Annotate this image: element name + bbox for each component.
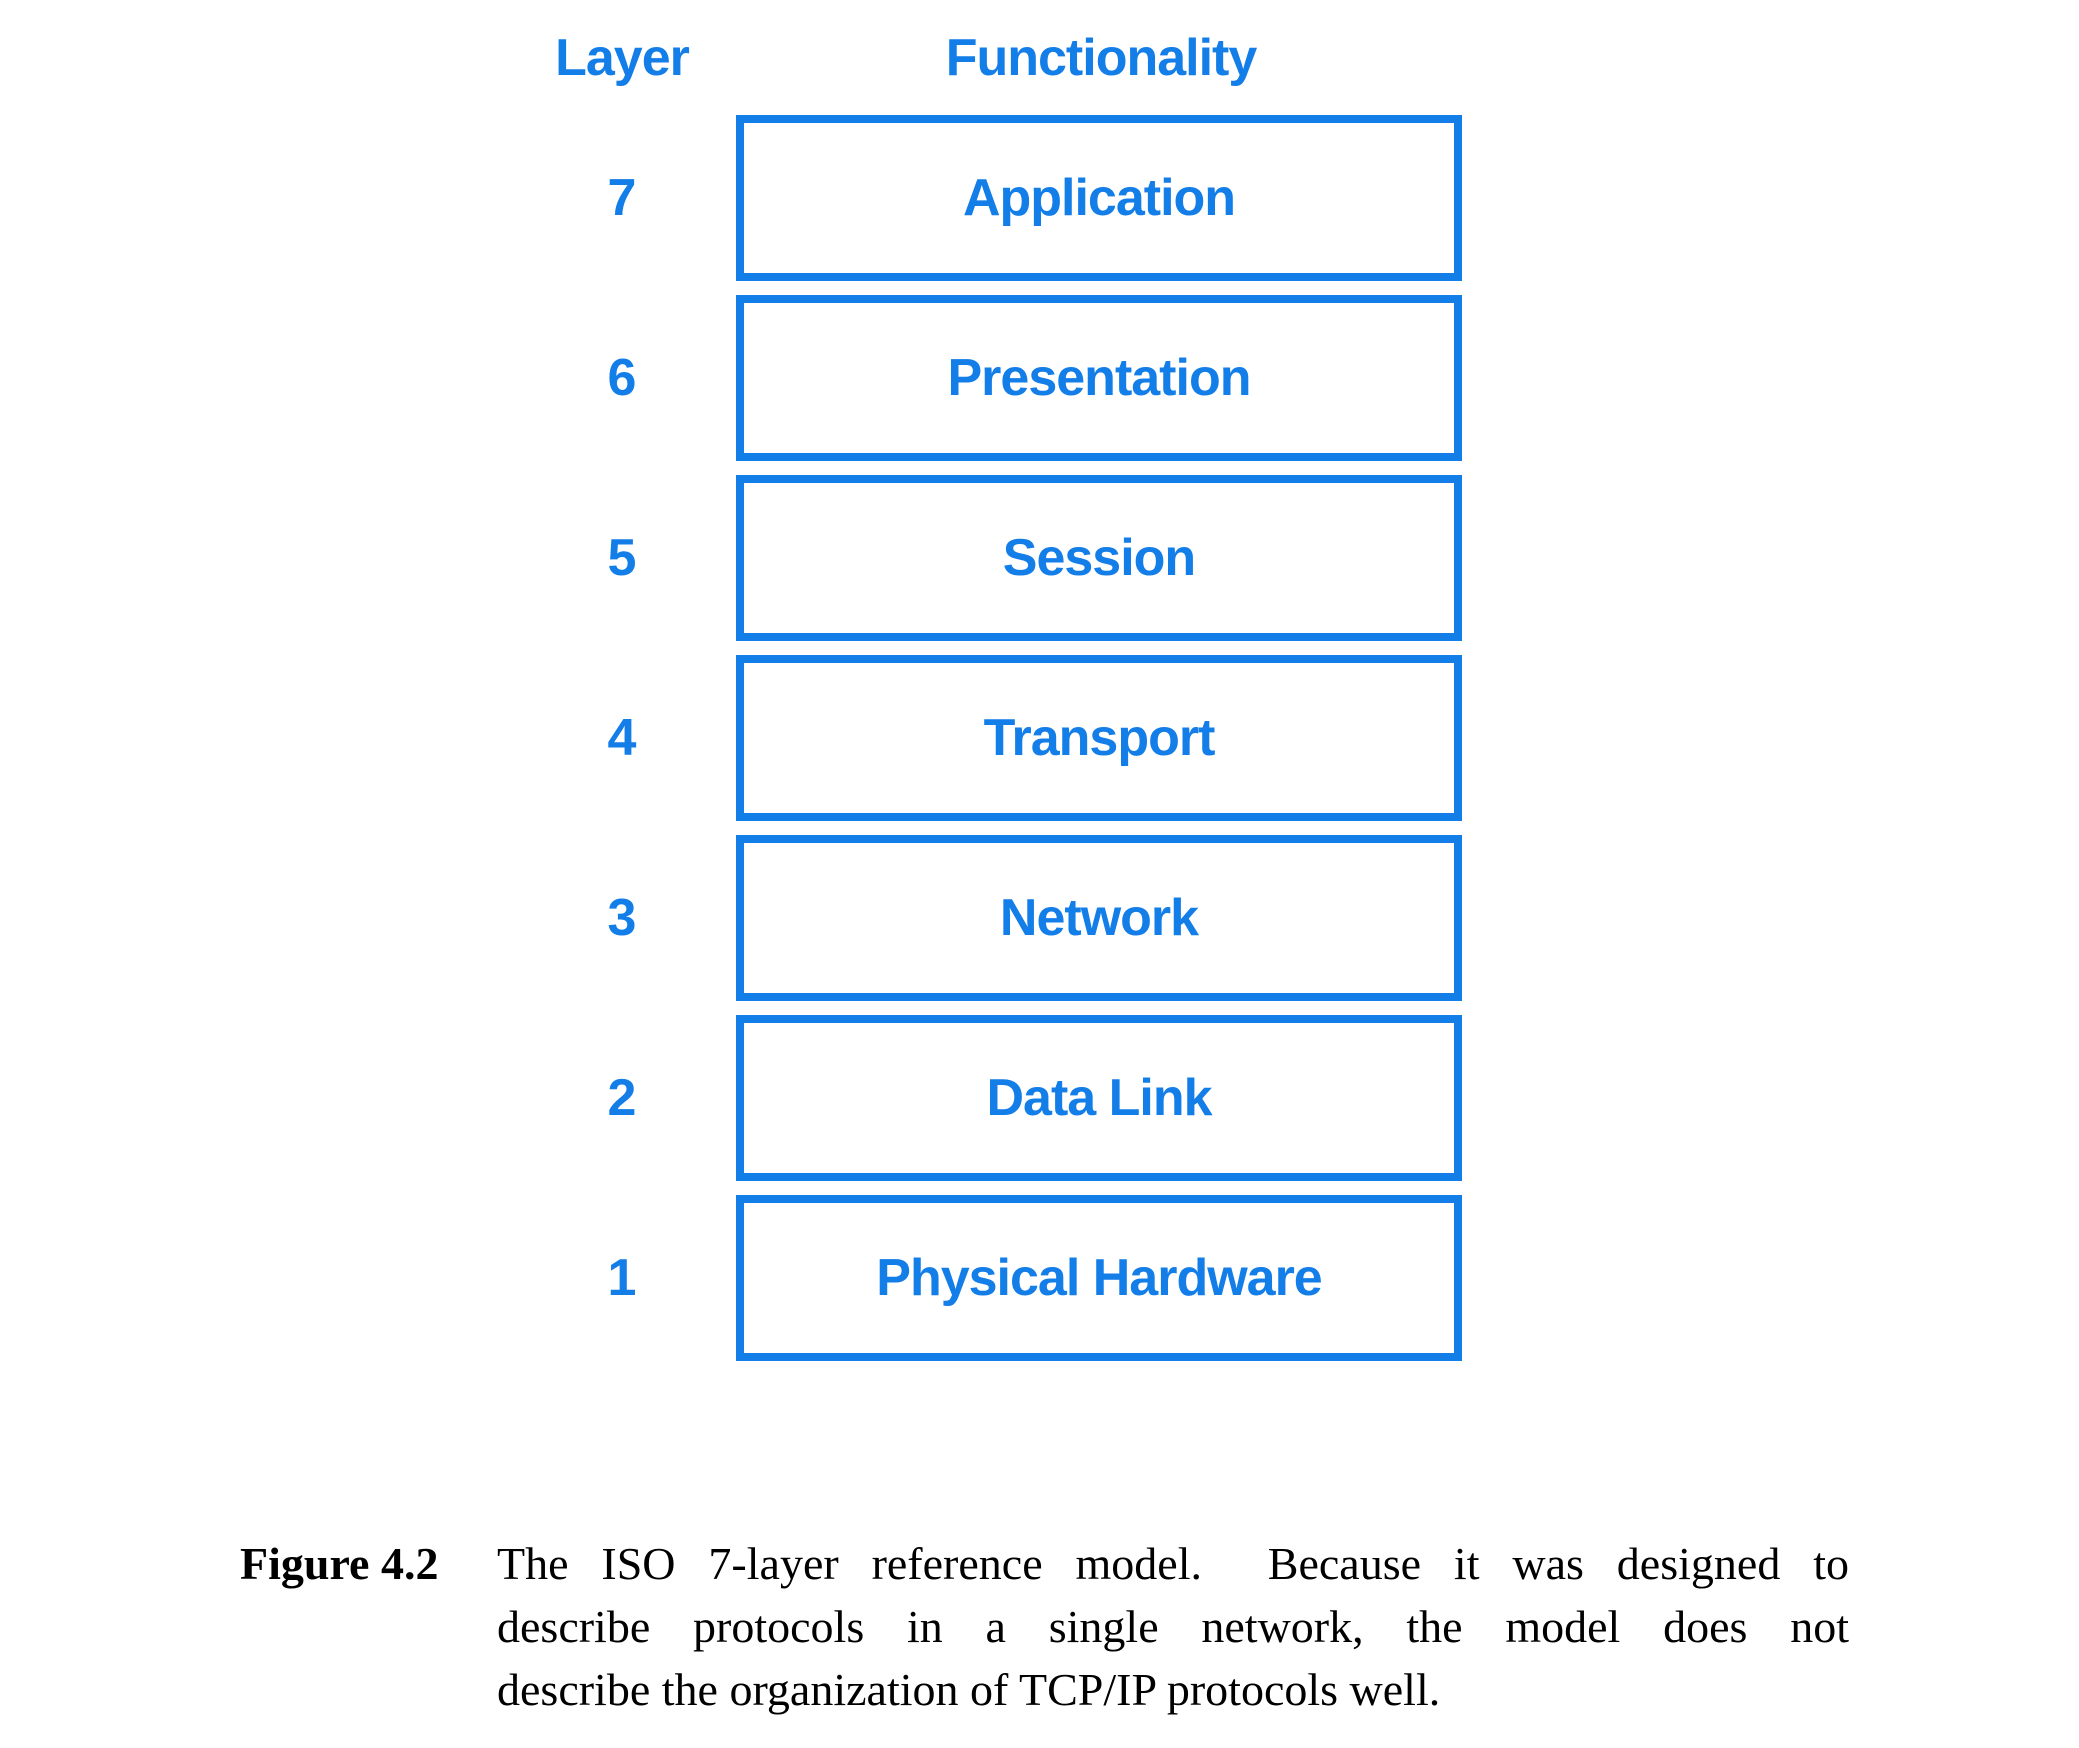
layer-number: 1 [607,1249,637,1307]
layer-label: Session [1002,529,1196,587]
layer-box: Session [736,475,1462,641]
layer-label: Transport [983,709,1216,767]
layer-number: 6 [607,349,637,407]
figure-caption-label: Figure 4.2 [240,1538,439,1589]
layer-row-7: 7 Application [0,115,2079,281]
layer-row-5: 5 Session [0,475,2079,641]
layer-number: 5 [607,529,637,587]
layer-row-2: 2 Data Link [0,1015,2079,1181]
layer-label: Physical Hardware [876,1249,1322,1307]
layer-label: Presentation [947,349,1252,407]
layer-box: Physical Hardware [736,1195,1462,1361]
caption-line: describe protocols in a single network, … [497,1601,1849,1652]
layer-box: Data Link [736,1015,1462,1181]
layer-box: Presentation [736,295,1462,461]
figure-caption: The ISO 7-layer reference model. Because… [497,1532,1849,1721]
layer-box: Transport [736,655,1462,821]
layer-number: 7 [607,169,637,227]
layer-column-header: Layer [555,29,690,87]
layer-label: Application [962,169,1236,227]
layer-number: 3 [607,889,637,947]
caption-line: describe the organization of TCP/IP prot… [497,1664,1441,1715]
layer-row-3: 3 Network [0,835,2079,1001]
functionality-column-header: Functionality [945,29,1258,87]
layer-number: 4 [607,709,637,767]
layer-box: Network [736,835,1462,1001]
layer-label: Data Link [986,1069,1212,1127]
layer-number: 2 [607,1069,637,1127]
layer-row-4: 4 Transport [0,655,2079,821]
layer-box: Application [736,115,1462,281]
caption-line: The ISO 7-layer reference model. Because… [497,1538,1849,1589]
layer-label: Network [999,889,1199,947]
layer-row-6: 6 Presentation [0,295,2079,461]
layer-row-1: 1 Physical Hardware [0,1195,2079,1361]
